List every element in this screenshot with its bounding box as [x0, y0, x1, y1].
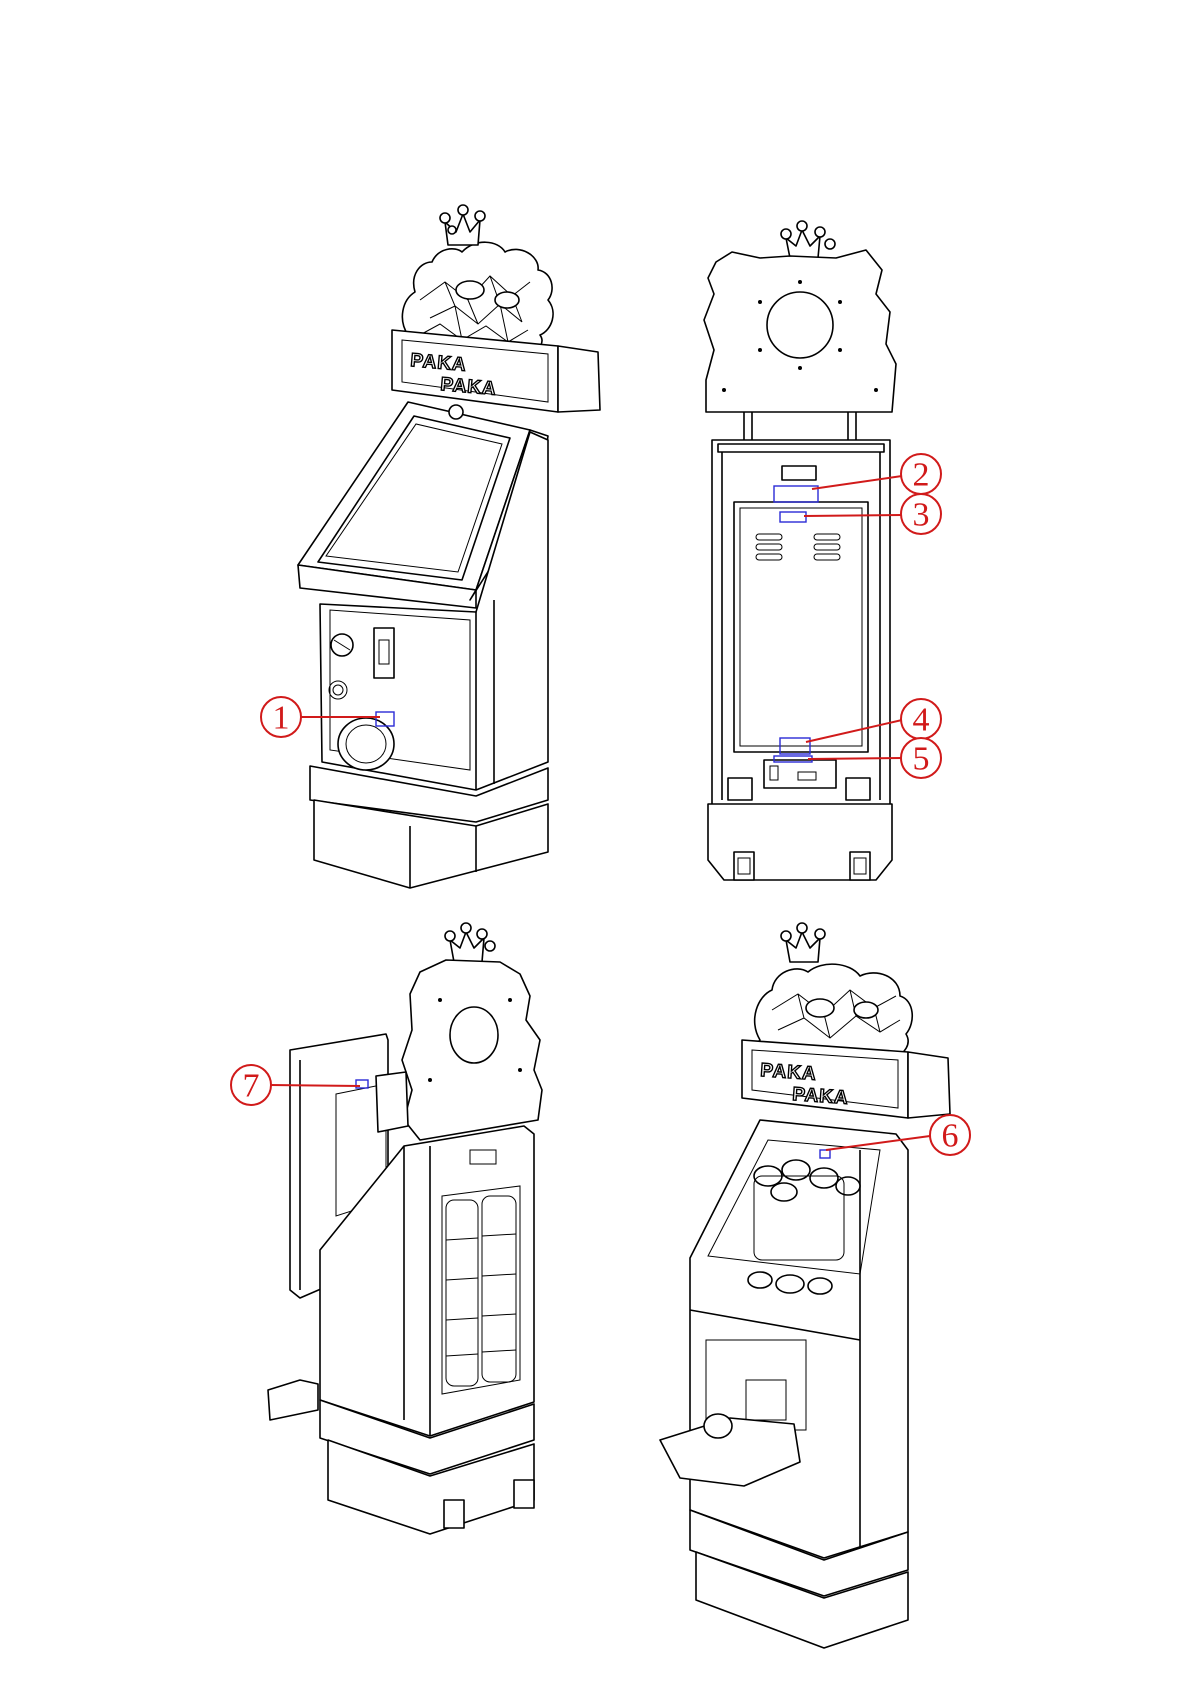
callout-6-number: 6: [942, 1118, 959, 1155]
rear-view: [704, 221, 896, 880]
rear-open-view: [268, 923, 542, 1534]
callout-5-number: 5: [913, 741, 930, 778]
front-view: PAKA PAKA: [298, 205, 600, 888]
topper-back-panel: [704, 250, 896, 412]
marquee-logo-bottom: PAKA: [792, 1084, 850, 1109]
marquee-sign: PAKA PAKA: [742, 1040, 950, 1118]
front-open-view: PAKA PAKA: [660, 923, 950, 1648]
callout-7-number: 7: [243, 1068, 260, 1105]
callout-1-number: 1: [273, 700, 290, 737]
crown-icon: [781, 221, 835, 258]
topper-back-panel: [402, 960, 542, 1140]
crown-icon: [440, 205, 485, 245]
callout-3-number: 3: [913, 497, 930, 534]
callout-4-number: 4: [913, 702, 930, 739]
marquee-logo-top: PAKA: [760, 1060, 818, 1085]
speaker-grille-icon: [704, 1414, 732, 1438]
callout-2-number: 2: [913, 457, 930, 494]
marquee-sign: PAKA PAKA: [392, 330, 600, 412]
cabinet-base: [310, 766, 548, 888]
coin-tray: [268, 1380, 318, 1420]
crown-icon: [445, 923, 495, 962]
crown-icon: [781, 923, 825, 962]
marquee-side: [376, 1072, 408, 1132]
open-cabinet-body: [690, 1120, 908, 1558]
